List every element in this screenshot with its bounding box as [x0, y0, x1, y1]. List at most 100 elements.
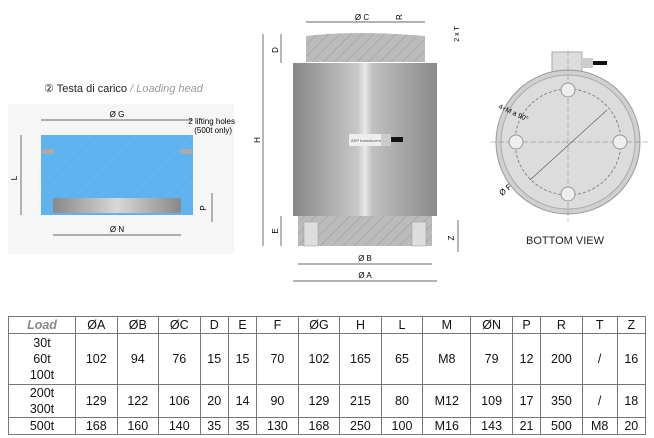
table-cell: 80 [380, 384, 424, 418]
dim-t-label: 2 x T [454, 26, 461, 42]
table-cell: 250 [339, 417, 382, 435]
dim-n-label: Ø N [110, 225, 124, 234]
header-r: R [540, 316, 583, 334]
load-value: 100t [29, 368, 55, 382]
table-cell: M8 [422, 333, 472, 385]
table-cell: / [581, 333, 618, 385]
header-m: M [422, 316, 472, 334]
section-number: ② [44, 83, 54, 95]
mounting-hole-icon [612, 134, 628, 150]
side-view-drawing: AEP transducers Ø C R 2 x T D H E Z Ø B … [253, 13, 461, 282]
header-d: D [199, 316, 229, 334]
lifting-hole-icon [42, 149, 54, 154]
table-header-row: Load ØA ØB ØC D E F ØG H L M ØN P R T Z [8, 316, 647, 334]
header-p: P [511, 316, 542, 334]
dim-g-label: Ø G [110, 110, 125, 119]
dim-e-label: E [271, 228, 280, 233]
load-value: 300t [29, 402, 55, 416]
table-cell: 16 [616, 333, 647, 385]
table-cell: 140 [158, 417, 201, 435]
table-cell: 215 [339, 384, 382, 418]
table-cell: 106 [158, 384, 201, 418]
loading-head-drawing: Ø G Ø N L P 2 lifting holes (500t only) [8, 104, 235, 254]
mounting-hole-icon [560, 186, 576, 202]
connector-label: AEP transducers [351, 138, 381, 143]
load-cell: 200t 300t [8, 384, 76, 418]
load-value: 30t [33, 336, 51, 350]
table-cell: 109 [470, 384, 513, 418]
table-cell: 130 [256, 417, 299, 435]
table-cell: 15 [227, 333, 258, 385]
header-load: Load [8, 316, 76, 334]
table-cell: 70 [256, 333, 299, 385]
header-h: H [339, 316, 382, 334]
table-cell: 18 [616, 384, 647, 418]
mounting-hole-icon [560, 82, 576, 98]
load-value: 200t [29, 386, 55, 400]
table-cell: 500 [540, 417, 583, 435]
header-t: T [581, 316, 618, 334]
dim-d-label: D [271, 47, 280, 53]
table-cell: / [581, 384, 618, 418]
header-g: ØG [297, 316, 341, 334]
dim-z-label: Z [447, 235, 456, 240]
table-cell: 79 [470, 333, 513, 385]
header-b: ØB [116, 316, 160, 334]
table-cell: 168 [297, 417, 341, 435]
table-cell: 94 [116, 333, 160, 385]
table-cell: 15 [199, 333, 229, 385]
table-cell: M8 [581, 417, 618, 435]
mounting-hole-icon [508, 134, 524, 150]
table-cell: 14 [227, 384, 258, 418]
title-italian: Testa di carico [56, 83, 128, 95]
table-cell: 20 [616, 417, 647, 435]
title-english: Loading head [136, 83, 203, 95]
table-cell: 35 [227, 417, 258, 435]
dimensions-table: Load ØA ØB ØC D E F ØG H L M ØN P R T Z … [8, 316, 647, 435]
bottom-view-label: BOTTOM VIEW [526, 235, 605, 247]
table-cell: 122 [116, 384, 160, 418]
load-value: 500t [29, 419, 55, 433]
header-z: Z [616, 316, 647, 334]
table-cell: 160 [116, 417, 160, 435]
dim-a-label: Ø A [358, 271, 372, 280]
table-cell: 21 [511, 417, 542, 435]
table-cell: 129 [75, 384, 118, 418]
dim-r-label: R [395, 14, 404, 20]
table-cell: 143 [470, 417, 513, 435]
table-cell: 35 [199, 417, 229, 435]
bottom-view-drawing: 4÷M a 90° Ø F BOTTOM VIEW [490, 50, 648, 247]
dim-h-label: H [253, 137, 262, 143]
lifting-hole-icon [180, 149, 192, 154]
loading-head-title: ② Testa di carico / Loading head [44, 82, 203, 95]
dim-c-label: Ø C [355, 13, 369, 22]
table-cell: 129 [297, 384, 341, 418]
load-cell: 30t 60t 100t [8, 333, 76, 385]
header-e: E [227, 316, 258, 334]
table-cell: 100 [380, 417, 424, 435]
dim-p-label: P [199, 205, 208, 210]
technical-drawing: Ø G Ø N L P 2 lifting holes (500t only) … [8, 13, 648, 282]
header-c: ØC [158, 316, 201, 334]
table-cell: 102 [75, 333, 118, 385]
table-cell: 12 [511, 333, 542, 385]
dim-b-label: Ø B [358, 254, 372, 263]
table-cell: 90 [256, 384, 299, 418]
lifting-holes-note: 2 lifting holes [188, 117, 235, 126]
dim-l-label: L [10, 175, 19, 180]
title-separator: / [127, 83, 137, 95]
lifting-holes-note-2: (500t only) [194, 126, 232, 135]
table-cell: 17 [511, 384, 542, 418]
header-f: F [256, 316, 299, 334]
table-cell: 165 [339, 333, 382, 385]
header-n: ØN [470, 316, 513, 334]
load-value: 60t [33, 352, 51, 366]
table-cell: 200 [540, 333, 583, 385]
table-cell: 20 [199, 384, 229, 418]
table-cell: M16 [422, 417, 472, 435]
table-cell: 102 [297, 333, 341, 385]
table-cell: 168 [75, 417, 118, 435]
